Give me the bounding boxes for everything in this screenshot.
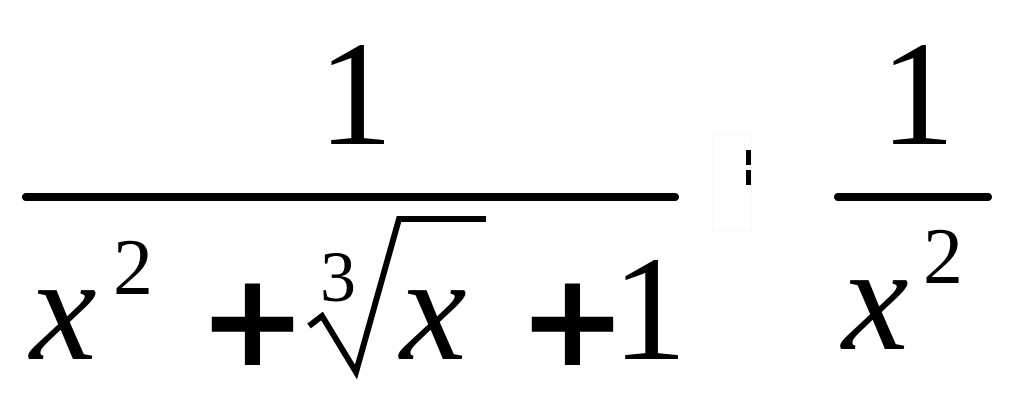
right-fraction-bar — [834, 193, 992, 201]
plus-sign: + — [518, 244, 627, 396]
denominator-constant: 1 — [612, 226, 687, 392]
radicand-x: x — [400, 226, 467, 392]
plus-sign: + — [198, 244, 307, 396]
denominator-exponent: 2 — [113, 224, 153, 312]
denominator-x: x — [30, 226, 97, 392]
right-numerator: 1 — [880, 11, 955, 177]
relation-symbol-icon — [712, 135, 752, 232]
root-index: 3 — [320, 237, 356, 317]
left-fraction-bar — [22, 193, 679, 201]
right-denominator-exponent: 2 — [923, 213, 963, 301]
left-numerator: 1 — [318, 11, 393, 177]
right-denominator-x: x — [842, 216, 909, 382]
